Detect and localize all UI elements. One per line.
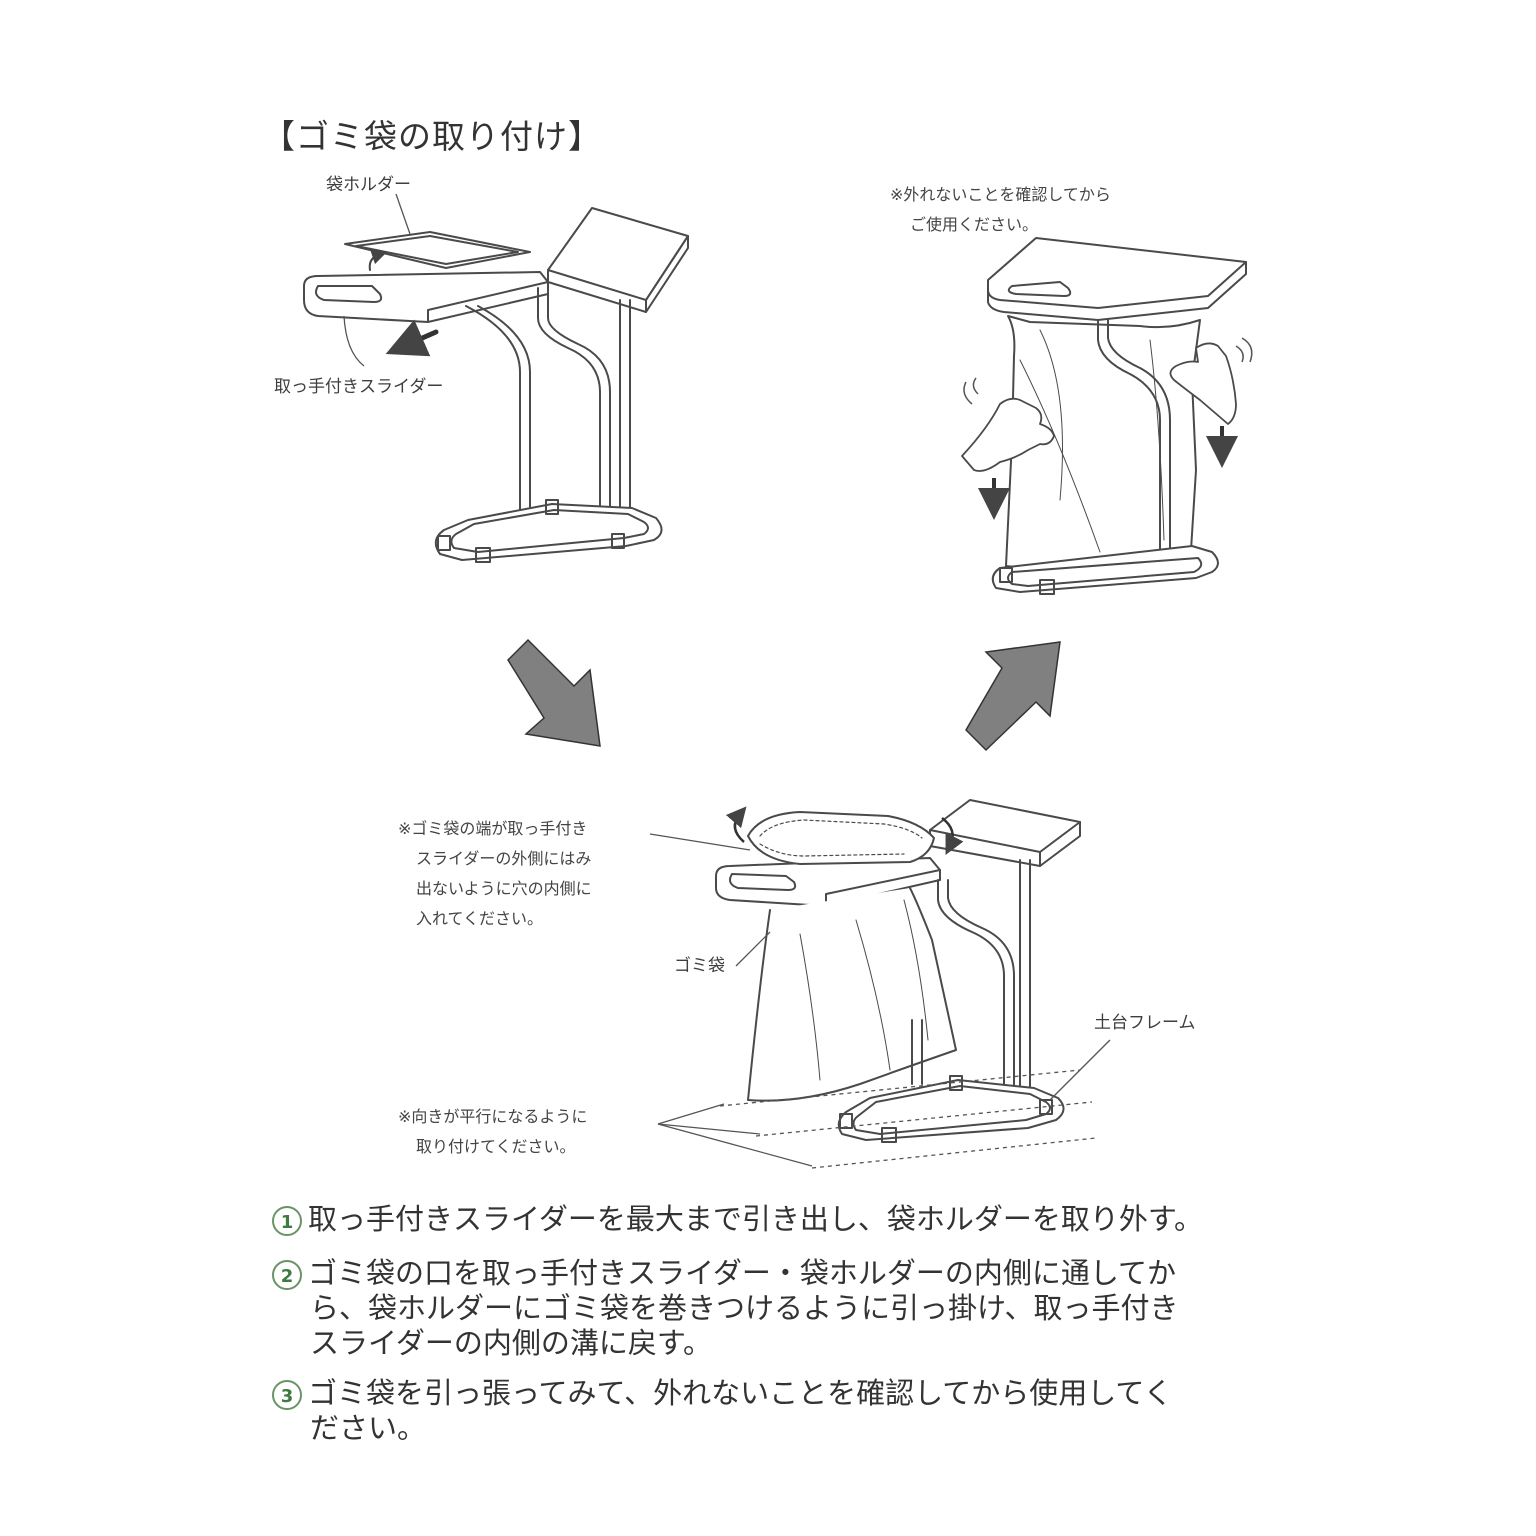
hand-icon [961, 342, 1237, 472]
note-line: ※ゴミ袋の端が取っ手付き [398, 819, 588, 838]
step-text: ゴミ袋の口を取っ手付きスライダー・袋ホルダーの内側に通してか [308, 1256, 1176, 1290]
note-line: 取り付けてください。 [416, 1137, 576, 1156]
note-bag-edge: ※ゴミ袋の端が取っ手付き スライダーの外側にはみ 出ないように穴の内側に 入れて… [398, 814, 592, 934]
note-parallel: ※向きが平行になるように 取り付けてください。 [398, 1102, 587, 1162]
note-check-attached: ※外れないことを確認してから ご使用ください。 [890, 180, 1111, 240]
parallel-guides [719, 1069, 1097, 1169]
step-text: スライダーの内側の溝に戻す。 [310, 1326, 712, 1360]
leader-edge-note [649, 833, 751, 851]
page-title: 【ゴミ袋の取り付け】 [262, 117, 602, 156]
leader-holder [395, 193, 411, 235]
note-line: ご使用ください。 [910, 215, 1039, 234]
step-number-1: 1 [272, 1206, 302, 1236]
curl-arrow-icon [725, 806, 747, 843]
step-number-3: 3 [272, 1380, 302, 1410]
figure-3-attaching-bag [715, 799, 1081, 1143]
label-base-frame: 土台フレーム [1094, 1013, 1196, 1033]
figure-2-bag-installed [987, 237, 1247, 595]
step-text: ゴミ袋を引っ張ってみて、外れないことを確認してから使用してく [308, 1376, 1173, 1410]
label-garbage-bag: ゴミ袋 [674, 956, 725, 976]
leader-bag [735, 931, 771, 967]
note-line: ※向きが平行になるように [398, 1107, 588, 1126]
step-number-2: 2 [272, 1260, 302, 1290]
label-bag-holder: 袋ホルダー [326, 175, 411, 195]
note-line: 入れてください。 [416, 909, 544, 928]
note-line: 出ないように穴の内側に [416, 879, 592, 898]
note-line: ※外れないことを確認してから [890, 185, 1111, 204]
leader-slider [343, 315, 365, 367]
label-handle-slider: 取っ手付きスライダー [274, 377, 444, 397]
step-text: ださい。 [310, 1411, 427, 1445]
arrow-down-right-icon [507, 638, 601, 747]
figure-1-stand-open [303, 207, 689, 563]
curl-arrow-icon [941, 817, 964, 855]
arrow-up-right-icon [965, 641, 1061, 752]
note-line: スライダーの外側にはみ [416, 849, 592, 868]
step-text: 取っ手付きスライダーを最大まで引き出し、袋ホルダーを取り外す。 [308, 1202, 1203, 1236]
step-text: ら、袋ホルダーにゴミ袋を巻きつけるように引っ掛け、取っ手付き [310, 1291, 1179, 1325]
